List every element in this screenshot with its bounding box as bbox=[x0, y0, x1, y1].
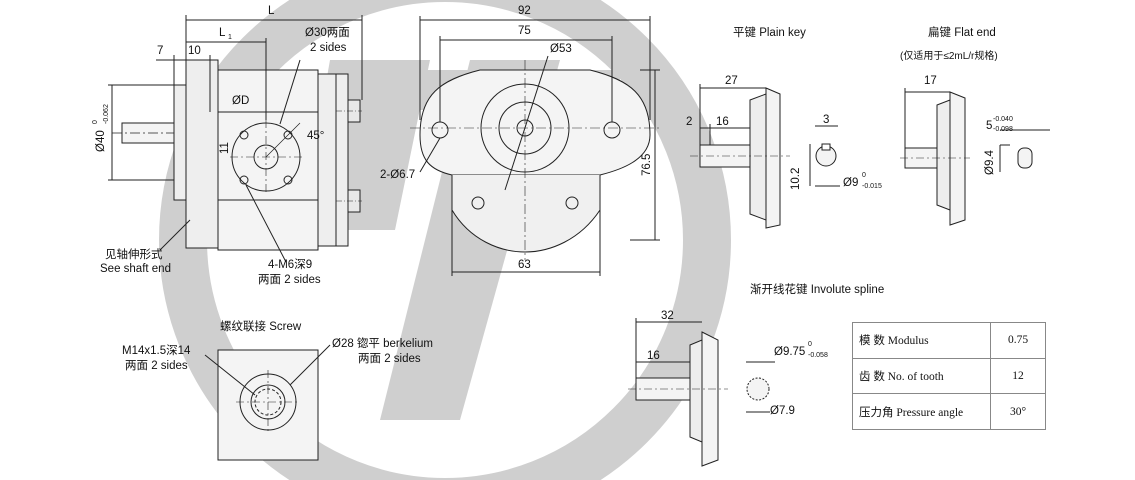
spline-dim-32: 32 bbox=[661, 310, 674, 322]
dim-L1: L bbox=[219, 27, 226, 39]
dim-L1-sub: 1 bbox=[228, 34, 232, 41]
screw-thread-line1: M14x1.5深14 bbox=[122, 345, 191, 357]
flat-end-note: (仅适用于≤2mL/r规格) bbox=[900, 51, 998, 62]
spline-spec-table: 模 数 Modulus 0.75 齿 数 No. of tooth 12 压力角… bbox=[852, 322, 1046, 430]
plain-key-dim-27: 27 bbox=[725, 75, 738, 87]
flat-end-dim-d9-4: Ø9.4 bbox=[984, 150, 996, 175]
spec-label-teeth: 齿 数 No. of tooth bbox=[852, 357, 991, 395]
dim-d30-sides: 2 sides bbox=[310, 42, 347, 54]
spline-d9-75-tol-top: 0 bbox=[808, 341, 812, 348]
dim-d53: Ø53 bbox=[550, 43, 572, 55]
plain-key-d9-tol-top: 0 bbox=[862, 172, 866, 179]
dim-d40: Ø40 bbox=[95, 130, 107, 152]
spline-d9-75-tol-bot: -0.058 bbox=[808, 352, 828, 359]
table-row: 齿 数 No. of tooth 12 bbox=[852, 357, 1046, 395]
dim-dD: ØD bbox=[232, 95, 250, 107]
plain-key-d9-tol-bot: -0.015 bbox=[862, 183, 882, 190]
screw-title: 螺纹联接 Screw bbox=[220, 321, 302, 333]
dim-7: 7 bbox=[157, 45, 164, 57]
shaft-end-en: See shaft end bbox=[100, 263, 171, 275]
dim-10: 10 bbox=[188, 45, 201, 57]
spec-label-modulus: 模 数 Modulus bbox=[852, 322, 991, 359]
dim-d40-tol-bot: -0.062 bbox=[103, 104, 110, 124]
screw-thread-line2: 两面 2 sides bbox=[125, 360, 188, 372]
spec-label-pressure-angle: 压力角 Pressure angle bbox=[852, 393, 991, 430]
table-row: 模 数 Modulus 0.75 bbox=[852, 322, 1046, 359]
plain-key-view bbox=[690, 84, 840, 229]
main-view bbox=[108, 15, 363, 263]
plain-key-dim-3: 3 bbox=[823, 114, 830, 126]
screw-face-line1: Ø28 锪平 berkelium bbox=[332, 338, 433, 350]
dim-angle: 45° bbox=[307, 130, 325, 142]
plain-key-dim-16: 16 bbox=[716, 116, 729, 128]
plain-key-dim-2: 2 bbox=[686, 116, 693, 128]
dim-76-5: 76.5 bbox=[641, 153, 653, 176]
plain-key-dim-d9: Ø9 bbox=[843, 177, 859, 189]
flat-end-dim-17: 17 bbox=[924, 75, 937, 87]
dim-d30: Ø30两面 bbox=[305, 27, 350, 39]
flat-end-view bbox=[900, 88, 1050, 226]
dim-d40-tol-top: 0 bbox=[92, 120, 99, 124]
plain-key-dim-10-2: 10.2 bbox=[790, 167, 802, 190]
spline-title: 渐开线花键 Involute spline bbox=[750, 284, 885, 296]
dim-92: 92 bbox=[518, 5, 531, 17]
dim-L: L bbox=[268, 5, 275, 17]
thread-callout-cn: 4-M6深9 bbox=[268, 259, 313, 271]
spline-dim-16: 16 bbox=[647, 350, 660, 362]
flat-end-dim-5: 5 bbox=[986, 120, 993, 132]
front-view bbox=[410, 16, 660, 276]
spec-value-teeth: 12 bbox=[990, 357, 1046, 395]
spline-dim-d7-9: Ø7.9 bbox=[770, 405, 795, 417]
screw-view bbox=[204, 344, 331, 461]
spline-dim-d9-75: Ø9.75 bbox=[774, 346, 806, 358]
flat-end-d5-tol-bot: -0.098 bbox=[993, 126, 1013, 133]
spec-value-pressure-angle: 30° bbox=[990, 393, 1046, 430]
table-row: 压力角 Pressure angle 30° bbox=[852, 393, 1046, 430]
spec-value-modulus: 0.75 bbox=[990, 322, 1046, 359]
shaft-end-cn: 见轴伸形式 bbox=[105, 249, 163, 261]
dim-holes: 2-Ø6.7 bbox=[380, 169, 416, 181]
screw-face-line2: 两面 2 sides bbox=[358, 353, 421, 365]
dim-11: 11 bbox=[219, 142, 231, 154]
thread-callout-en: 两面 2 sides bbox=[258, 274, 321, 286]
flat-end-title: 扁键 Flat end bbox=[928, 27, 996, 39]
dim-63: 63 bbox=[518, 259, 531, 271]
spline-view bbox=[628, 318, 775, 467]
dim-75: 75 bbox=[518, 25, 531, 37]
plain-key-title: 平键 Plain key bbox=[733, 27, 806, 39]
flat-end-d5-tol-top: -0.040 bbox=[993, 116, 1013, 123]
